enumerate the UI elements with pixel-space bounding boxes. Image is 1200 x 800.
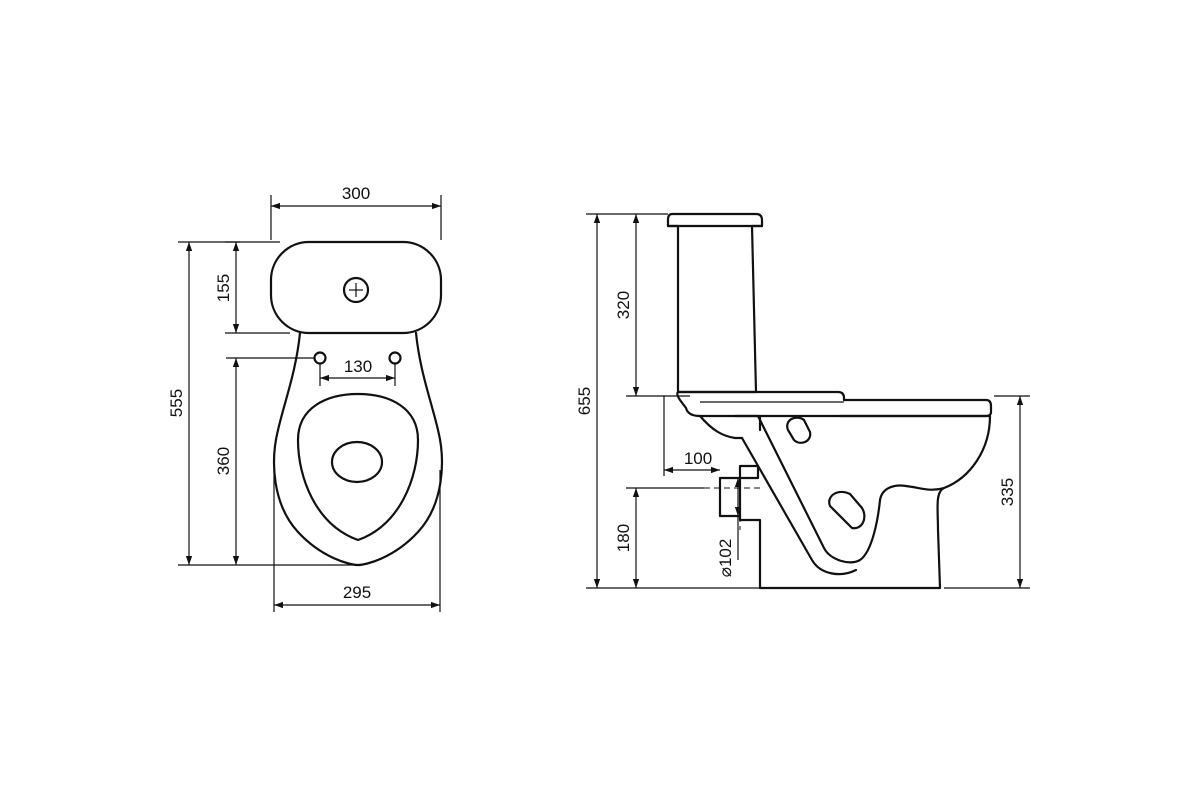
dim-outlet-height-label: 180: [614, 524, 633, 552]
rim-flush-hole: [786, 416, 812, 444]
outlet-pipe: [718, 464, 760, 518]
dimension-180: 180: [614, 487, 704, 588]
dim-outlet-diameter-label: ⌀102: [716, 539, 735, 578]
dim-outlet-offset-label: 100: [684, 449, 712, 468]
dimension-300: 300: [270, 184, 442, 240]
dimension-335: 335: [944, 395, 1030, 589]
dim-bowl-length-label: 360: [214, 447, 233, 475]
dimension-295: 295: [273, 470, 441, 612]
dim-bolt-spacing-label: 130: [344, 357, 372, 376]
dim-overall-length-label: 555: [167, 389, 186, 417]
dim-overall-height-label: 655: [575, 387, 594, 415]
dimension-320: 320: [614, 214, 690, 397]
tank-outline: [269, 240, 443, 335]
dimension-diameter-102: ⌀102: [716, 478, 742, 578]
dimension-130: 130: [319, 357, 396, 386]
dim-bowl-width-label: 295: [343, 583, 371, 602]
dimension-655: 655: [575, 213, 760, 589]
flush-button-icon: [342, 276, 370, 304]
top-view: 300 155 555 360 130: [167, 184, 443, 612]
cistern-outline: [666, 212, 764, 394]
dimension-100: 100: [663, 396, 720, 476]
dim-tank-width-label: 300: [342, 184, 370, 203]
dim-tank-height-label: 320: [614, 291, 633, 319]
bowl-outline: [273, 331, 443, 567]
dimension-555: 555: [167, 241, 356, 566]
bolt-hole-left-icon: [313, 351, 327, 365]
seat-lid-outline: [676, 390, 993, 418]
trap-channel: [733, 414, 946, 564]
bowl-side-outline: [698, 414, 992, 590]
bowl-opening: [330, 440, 384, 484]
dim-bowl-height-label: 335: [998, 478, 1017, 506]
siphon-oval: [828, 490, 866, 530]
seat-outline: [296, 392, 420, 542]
bolt-hole-right-icon: [388, 351, 402, 365]
side-view: 655 320 100 180 ⌀102: [575, 212, 1030, 590]
dimension-360: 360: [214, 357, 314, 565]
dim-tank-depth-label: 155: [214, 274, 233, 302]
